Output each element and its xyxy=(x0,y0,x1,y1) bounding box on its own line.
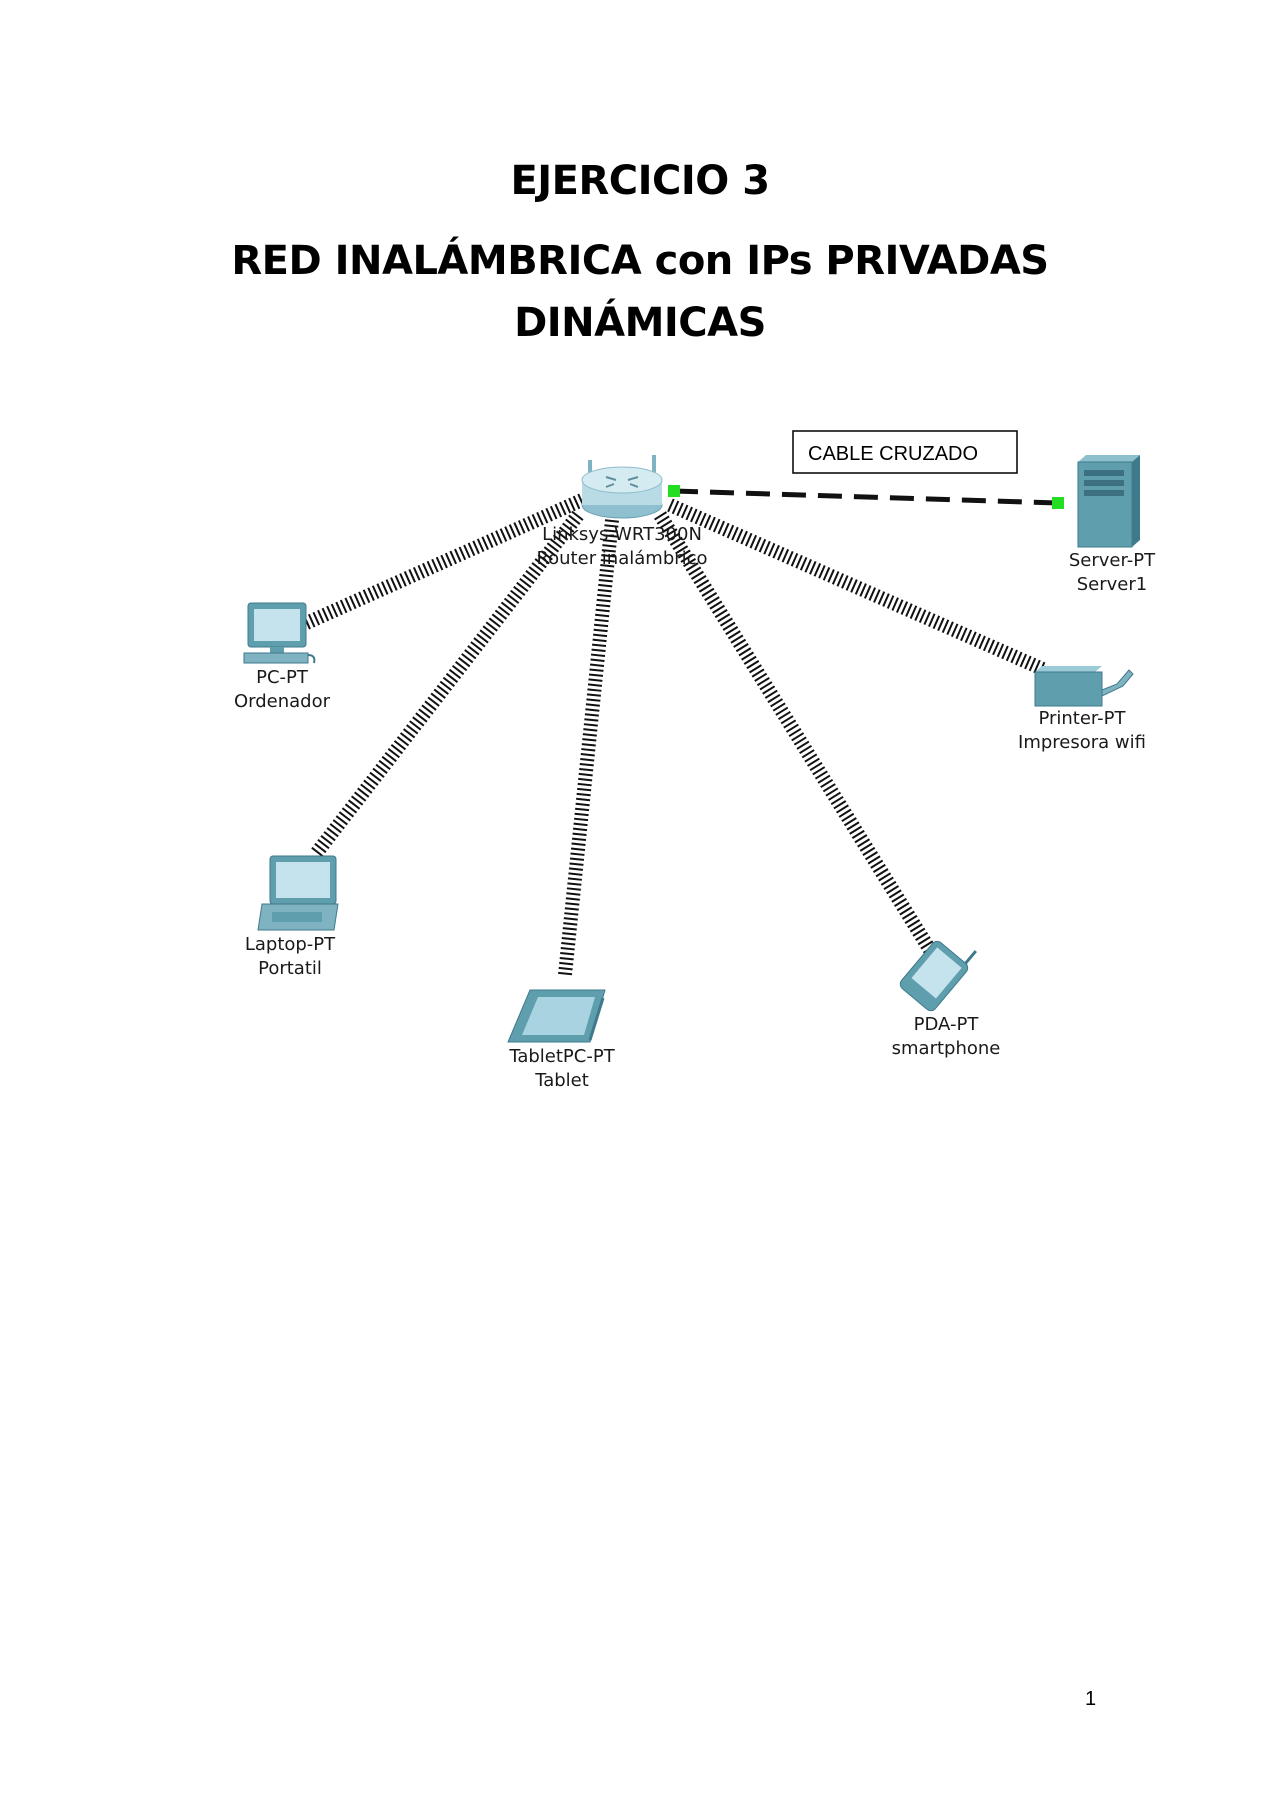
document-subtitle-line1: RED INALÁMBRICA con IPs PRIVADAS xyxy=(231,238,1049,284)
cable-label: CABLE CRUZADO xyxy=(808,443,978,465)
wireless-link-pc xyxy=(299,493,585,632)
tablet-type-label: TabletPC-PT xyxy=(508,1046,615,1067)
printer-icon[interactable] xyxy=(1034,666,1134,707)
page-number: 1 xyxy=(1085,1688,1097,1710)
crossover-cable xyxy=(673,488,1059,506)
server-type-label: Server-PT xyxy=(1069,550,1156,571)
printer-name-label: Impresora wifi xyxy=(1018,732,1146,753)
wireless-link-tablet xyxy=(558,519,619,976)
pda-type-label: PDA-PT xyxy=(914,1014,980,1035)
link-light-router xyxy=(668,485,680,497)
laptop-icon[interactable] xyxy=(257,855,339,931)
wireless-router-icon[interactable] xyxy=(581,455,663,519)
wireless-link-printer xyxy=(667,498,1048,677)
laptop-type-label: Laptop-PT xyxy=(245,934,336,955)
router-name-label: Router inalámbrico xyxy=(536,548,707,569)
tablet-icon[interactable] xyxy=(507,989,606,1043)
pc-name-label: Ordenador xyxy=(234,691,331,712)
wireless-link-pda xyxy=(654,511,936,954)
document-title: EJERCICIO 3 xyxy=(510,158,770,204)
pda-name-label: smartphone xyxy=(892,1038,1001,1059)
pc-type-label: PC-PT xyxy=(256,667,309,688)
server-icon[interactable] xyxy=(1077,455,1140,548)
document-subtitle-line2: DINÁMICAS xyxy=(514,300,766,346)
pda-icon[interactable] xyxy=(898,927,981,1014)
desktop-pc-icon[interactable] xyxy=(243,602,316,664)
printer-type-label: Printer-PT xyxy=(1038,708,1126,729)
router-type-label: Linksys-WRT300N xyxy=(542,524,702,545)
laptop-name-label: Portatil xyxy=(258,958,322,979)
cable-label-box xyxy=(792,430,1018,474)
link-light-server xyxy=(1052,497,1064,509)
wireless-links xyxy=(299,493,1048,976)
wireless-link-laptop xyxy=(309,510,584,860)
server-name-label: Server1 xyxy=(1077,574,1147,595)
tablet-name-label: Tablet xyxy=(534,1070,589,1091)
